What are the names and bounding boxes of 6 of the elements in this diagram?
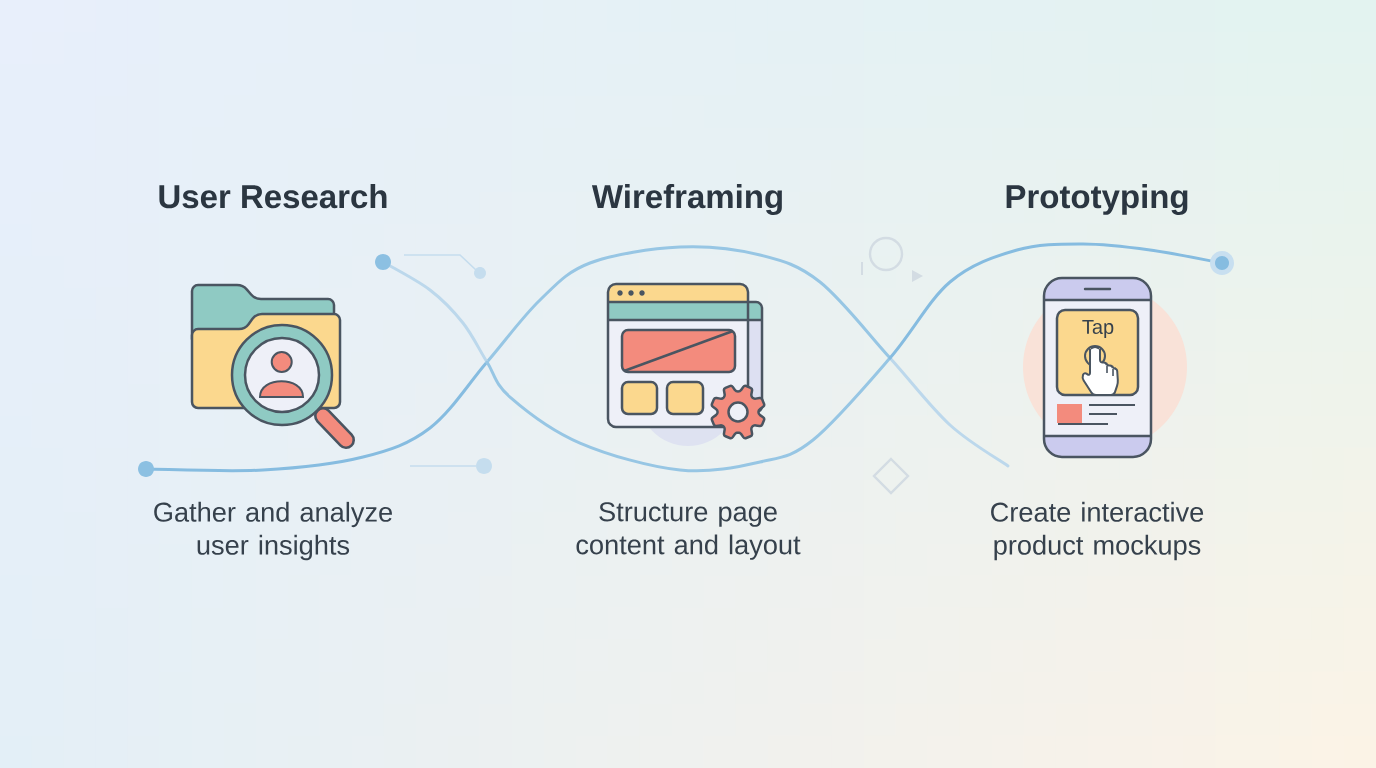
stage-description: Create interactive product mockups [991, 501, 1204, 561]
stage-description: Structure page content and layout [576, 502, 801, 560]
stage-heading: User Research [159, 184, 387, 209]
stage-heading: Wireframing [591, 184, 782, 215]
stage-description: Gather and analyze user insights [154, 501, 392, 561]
stage-heading: Prototyping [1006, 184, 1188, 215]
